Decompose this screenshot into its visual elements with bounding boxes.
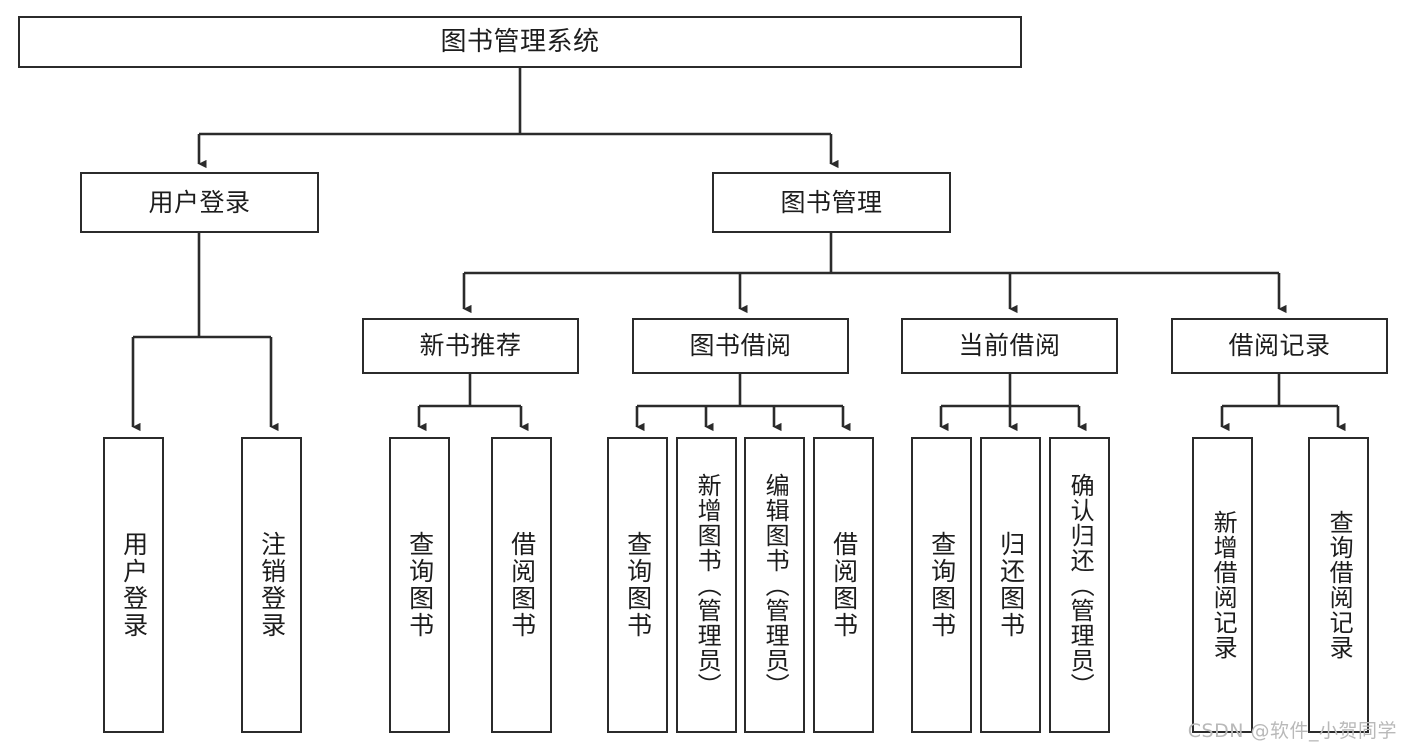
node-new-book-recommend[interactable]: 新书推荐 [362, 318, 579, 374]
node-book-borrow[interactable]: 图书借阅 [632, 318, 849, 374]
node-label: 查询图书 [623, 531, 653, 639]
csdn-watermark: CSDN @软件_小贺同学 [1187, 720, 1397, 742]
leaf-current-borrow-return[interactable]: 归还图书 [980, 437, 1041, 733]
node-label: 新书推荐 [419, 331, 522, 361]
node-label: 图书管理 [780, 187, 883, 217]
leaf-borrow-record-query[interactable]: 查询借阅记录 [1308, 437, 1369, 733]
node-user-login[interactable]: 用户登录 [80, 172, 319, 233]
node-label: 图书管理系统 [440, 26, 600, 57]
leaf-current-borrow-confirm-return[interactable]: 确认归还（管理员） [1049, 437, 1110, 733]
leaf-user-login-signout[interactable]: 注销登录 [241, 437, 302, 733]
node-label: 图书借阅 [689, 331, 792, 361]
node-label: 新增借阅记录 [1209, 510, 1238, 660]
leaf-borrow-record-add[interactable]: 新增借阅记录 [1192, 437, 1253, 733]
node-label: 查询图书 [405, 531, 435, 639]
leaf-user-login-signin[interactable]: 用户登录 [103, 437, 164, 733]
leaf-book-borrow-add[interactable]: 新增图书（管理员） [676, 437, 737, 733]
leaf-book-borrow-edit[interactable]: 编辑图书（管理员） [744, 437, 805, 733]
node-label: 用户登录 [119, 531, 149, 639]
node-current-borrow[interactable]: 当前借阅 [901, 318, 1118, 374]
leaf-current-borrow-query[interactable]: 查询图书 [911, 437, 972, 733]
node-label: 用户登录 [148, 187, 251, 217]
node-label: 当前借阅 [958, 331, 1061, 361]
leaf-new-book-query[interactable]: 查询图书 [389, 437, 450, 733]
leaf-new-book-borrow[interactable]: 借阅图书 [491, 437, 552, 733]
node-label: 借阅记录 [1228, 331, 1331, 361]
node-root-system[interactable]: 图书管理系统 [18, 16, 1022, 68]
node-label: 借阅图书 [507, 531, 537, 639]
node-label: 注销登录 [257, 531, 287, 639]
leaf-book-borrow-borrow[interactable]: 借阅图书 [813, 437, 874, 733]
node-label: 新增图书（管理员） [693, 472, 722, 698]
node-book-management[interactable]: 图书管理 [712, 172, 951, 233]
node-label: 查询借阅记录 [1325, 510, 1354, 660]
node-label: 借阅图书 [829, 531, 859, 639]
node-label: 确认归还（管理员） [1066, 472, 1095, 698]
node-borrow-record[interactable]: 借阅记录 [1171, 318, 1388, 374]
node-label: 查询图书 [927, 531, 957, 639]
leaf-book-borrow-query[interactable]: 查询图书 [607, 437, 668, 733]
node-label: 归还图书 [996, 531, 1026, 639]
node-label: 编辑图书（管理员） [761, 472, 790, 698]
